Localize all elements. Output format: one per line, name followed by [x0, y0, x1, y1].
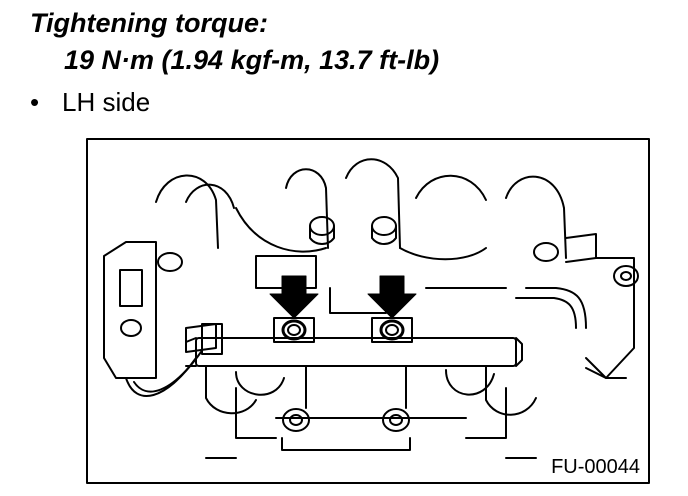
fuel-rail	[185, 337, 523, 367]
torque-value: 19 N·m (1.94 kgf-m, 13.7 ft-lb)	[64, 45, 440, 75]
down-arrow-icon	[367, 275, 417, 319]
lower-manifold-outline	[205, 365, 537, 459]
illustration-drawing	[86, 138, 650, 484]
side-label: LH side	[62, 87, 151, 117]
top-bolts	[157, 216, 559, 272]
left-assembly	[103, 241, 223, 397]
intake-manifold-outline	[155, 158, 567, 314]
engine-illustration: FU-00044	[86, 138, 650, 484]
torque-heading: Tightening torque:	[30, 8, 268, 38]
figure-frame	[86, 138, 650, 484]
down-arrow-icon	[269, 275, 319, 319]
bullet-dot: •	[30, 87, 40, 117]
figure-code: FU-00044	[551, 456, 640, 478]
side-item: • LH side	[30, 86, 150, 118]
right-assembly	[515, 233, 639, 379]
